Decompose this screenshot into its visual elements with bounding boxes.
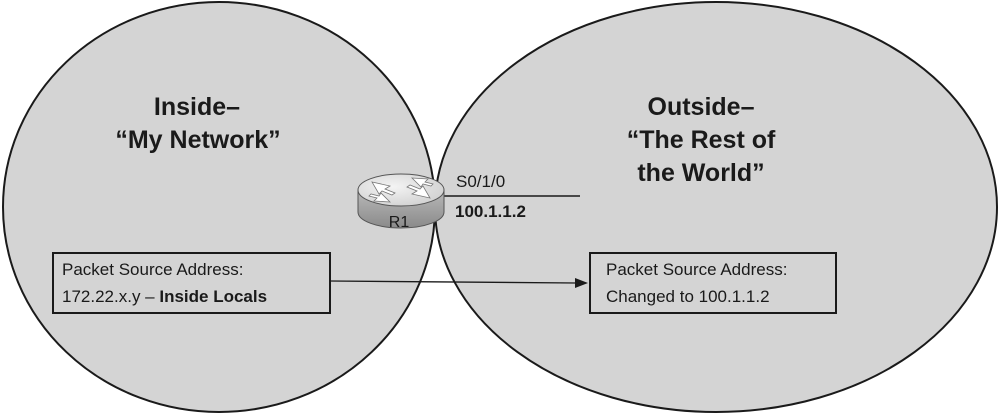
outside-title-line1: Outside– xyxy=(648,93,755,121)
interface-ip: 100.1.1.2 xyxy=(455,202,526,221)
outside-packet-line1: Packet Source Address: xyxy=(606,260,787,279)
outside-title-line2: “The Rest of xyxy=(627,126,776,154)
interface-name: S0/1/0 xyxy=(456,172,505,191)
inside-locals-label: Inside Locals xyxy=(159,287,267,306)
inside-packet-box xyxy=(52,252,331,314)
inside-packet-address: 172.22.x.y – xyxy=(62,287,159,306)
inside-packet-line2: 172.22.x.y – Inside Locals xyxy=(62,287,267,306)
arrowhead-icon xyxy=(575,278,588,288)
inside-packet-line1: Packet Source Address: xyxy=(62,260,243,279)
translation-arrow xyxy=(329,280,577,284)
outside-title-line3: the World” xyxy=(637,159,764,187)
inside-title-line2: “My Network” xyxy=(115,126,280,154)
router-icon xyxy=(357,173,445,229)
outside-packet-line2: Changed to 100.1.1.2 xyxy=(606,287,770,306)
outside-packet-box xyxy=(589,252,837,314)
router-label: R1 xyxy=(389,214,410,231)
inside-title-line1: Inside– xyxy=(154,93,240,121)
